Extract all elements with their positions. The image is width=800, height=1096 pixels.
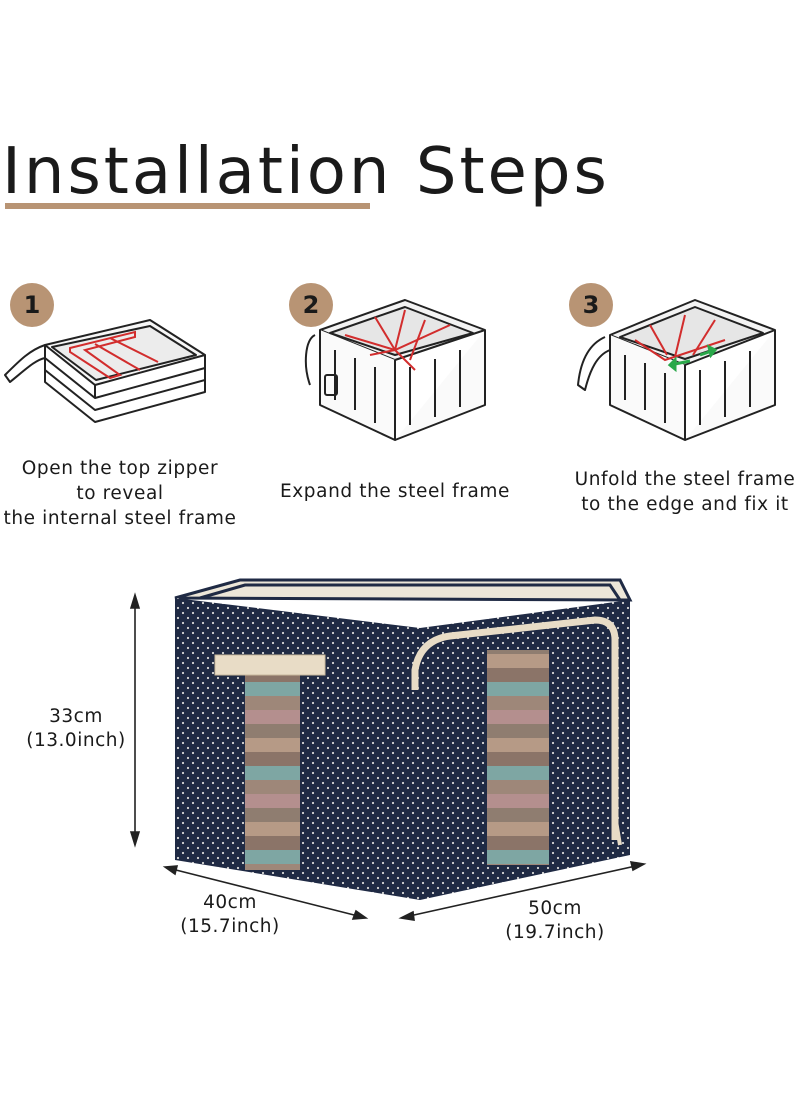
step-2-illustration bbox=[304, 299, 486, 441]
height-metric: 33cm bbox=[49, 706, 103, 727]
page-title: Installation Steps bbox=[2, 135, 610, 209]
depth-imperial: (19.7inch) bbox=[505, 922, 605, 943]
depth-metric: 50cm bbox=[528, 898, 582, 919]
step-3-badge: 3 bbox=[569, 283, 613, 327]
height-imperial: (13.0inch) bbox=[26, 730, 126, 751]
width-metric: 40cm bbox=[203, 892, 257, 913]
caption-line: Unfold the steel frame bbox=[574, 469, 796, 490]
width-imperial: (15.7inch) bbox=[180, 916, 280, 937]
step-1-badge: 1 bbox=[10, 283, 54, 327]
caption-line: Open the top zipper bbox=[21, 458, 219, 479]
step-3-caption: Unfold the steel frame to the edge and f… bbox=[570, 467, 800, 517]
depth-dimension-label: 50cm (19.7inch) bbox=[495, 897, 615, 945]
title-underline bbox=[5, 203, 370, 209]
step-2-badge: 2 bbox=[289, 283, 333, 327]
step-1-illustration bbox=[4, 319, 206, 423]
step-3-illustration bbox=[577, 299, 776, 441]
caption-line: to reveal bbox=[76, 483, 164, 504]
height-dimension-label: 33cm (13.0inch) bbox=[20, 705, 132, 753]
step-2-caption: Expand the steel frame bbox=[270, 479, 520, 504]
storage-box-image bbox=[174, 578, 633, 900]
caption-line: to the edge and fix it bbox=[581, 494, 789, 515]
width-dimension-label: 40cm (15.7inch) bbox=[170, 891, 290, 939]
step-1-caption: Open the top zipper to reveal the intern… bbox=[0, 456, 240, 531]
caption-line: the internal steel frame bbox=[3, 508, 237, 529]
caption-line: Expand the steel frame bbox=[279, 481, 511, 502]
